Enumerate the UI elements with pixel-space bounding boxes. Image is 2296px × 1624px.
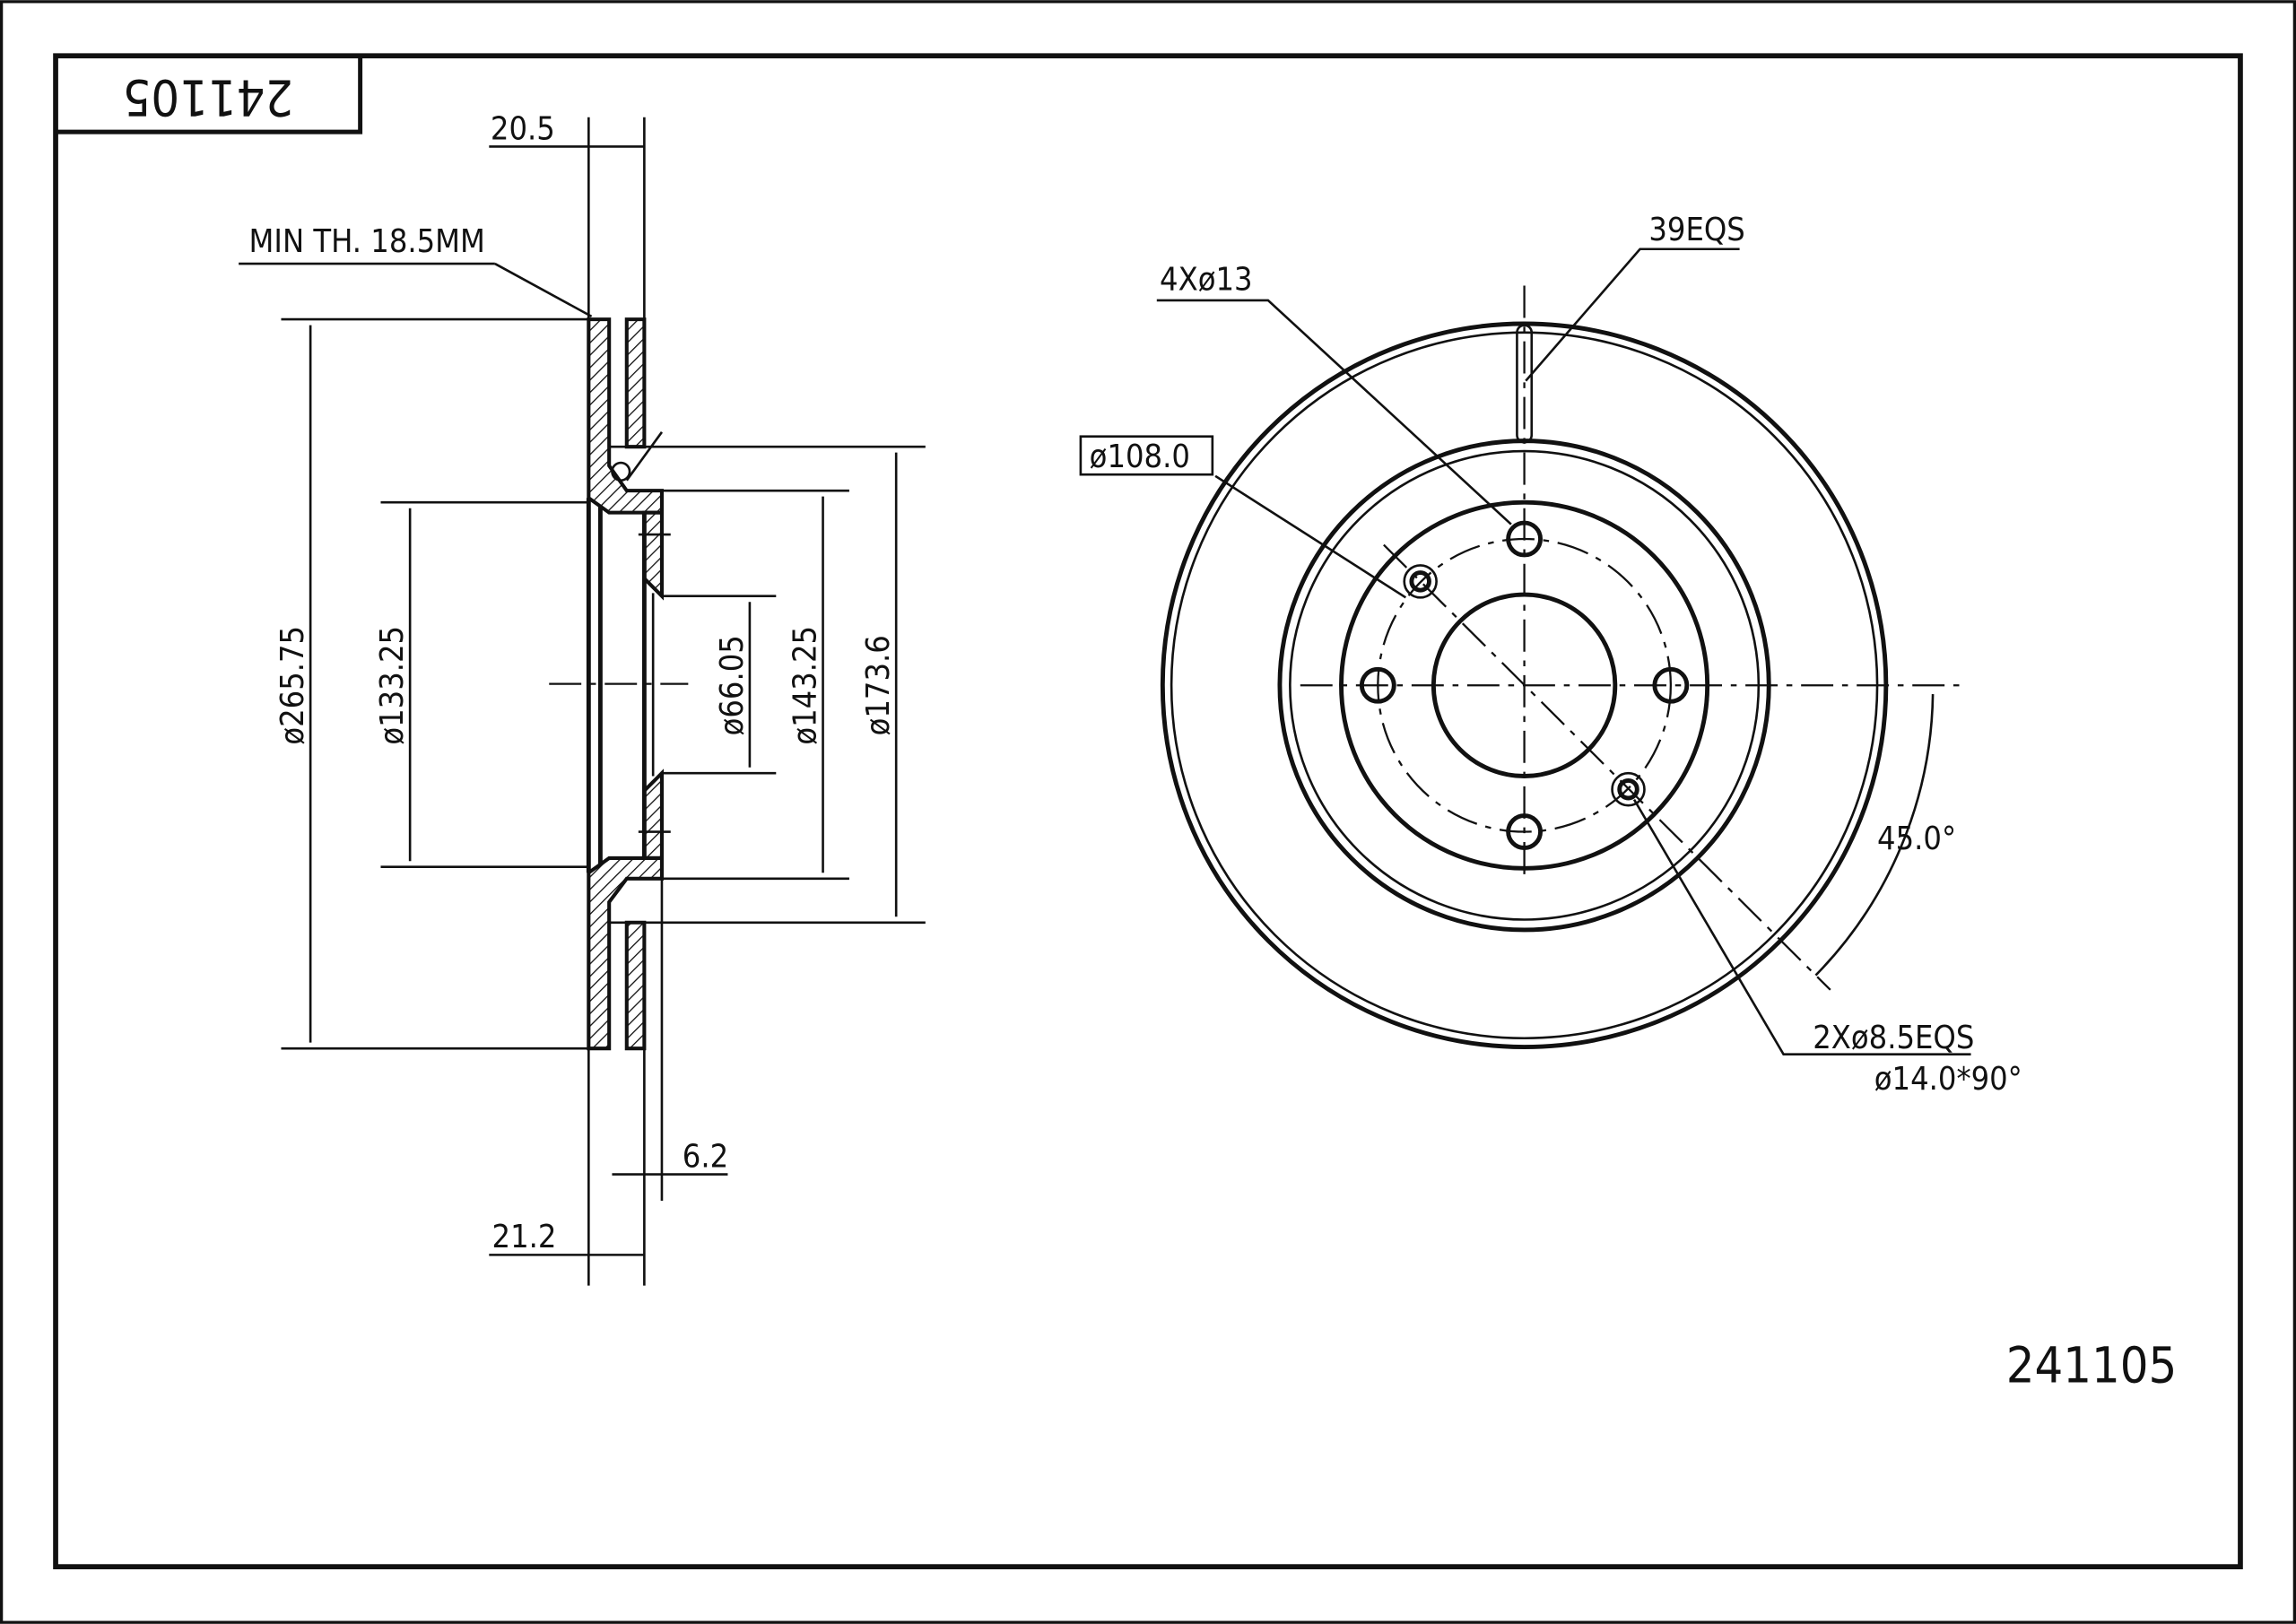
dim-width-bottom: 21.2 xyxy=(492,1219,557,1255)
title-block: 241105 xyxy=(56,56,363,135)
dim-center-bore: ø66.05 xyxy=(714,635,751,735)
dim-inner-diameter: ø133.25 xyxy=(374,626,411,745)
dim-offset: 6.2 xyxy=(683,1138,728,1175)
angle-label: 45.0° xyxy=(1877,821,1956,857)
bolt-holes-label: 4Xø13 xyxy=(1160,261,1253,298)
countersink-label: ø14.0*90° xyxy=(1874,1061,2022,1098)
part-number: 241105 xyxy=(2006,1336,2178,1394)
dim-outer-diameter: ø265.75 xyxy=(274,626,311,745)
small-holes xyxy=(1403,564,1646,807)
dim-hat-diameter: ø173.6 xyxy=(860,635,897,735)
part-number-rotated: 241105 xyxy=(123,68,294,126)
pcd-label: ø108.0 xyxy=(1090,439,1190,475)
front-view: 39EQS 4Xø13 ø108.0 45.0° 2Xø8.5EQS ø14.0… xyxy=(1079,212,2022,1098)
slot-label: 39EQS xyxy=(1648,212,1744,248)
small-holes-label: 2Xø8.5EQS xyxy=(1813,1020,1974,1056)
drawing-frame xyxy=(53,53,2243,1569)
side-view: 20.5 MIN TH. 18.5MM ø265.75 ø133.25 ø66.… xyxy=(239,110,926,1286)
dim-width-top: 20.5 xyxy=(491,110,555,147)
min-thickness-label: MIN TH. 18.5MM xyxy=(249,223,485,260)
dim-hub-diameter: ø143.25 xyxy=(787,626,823,745)
